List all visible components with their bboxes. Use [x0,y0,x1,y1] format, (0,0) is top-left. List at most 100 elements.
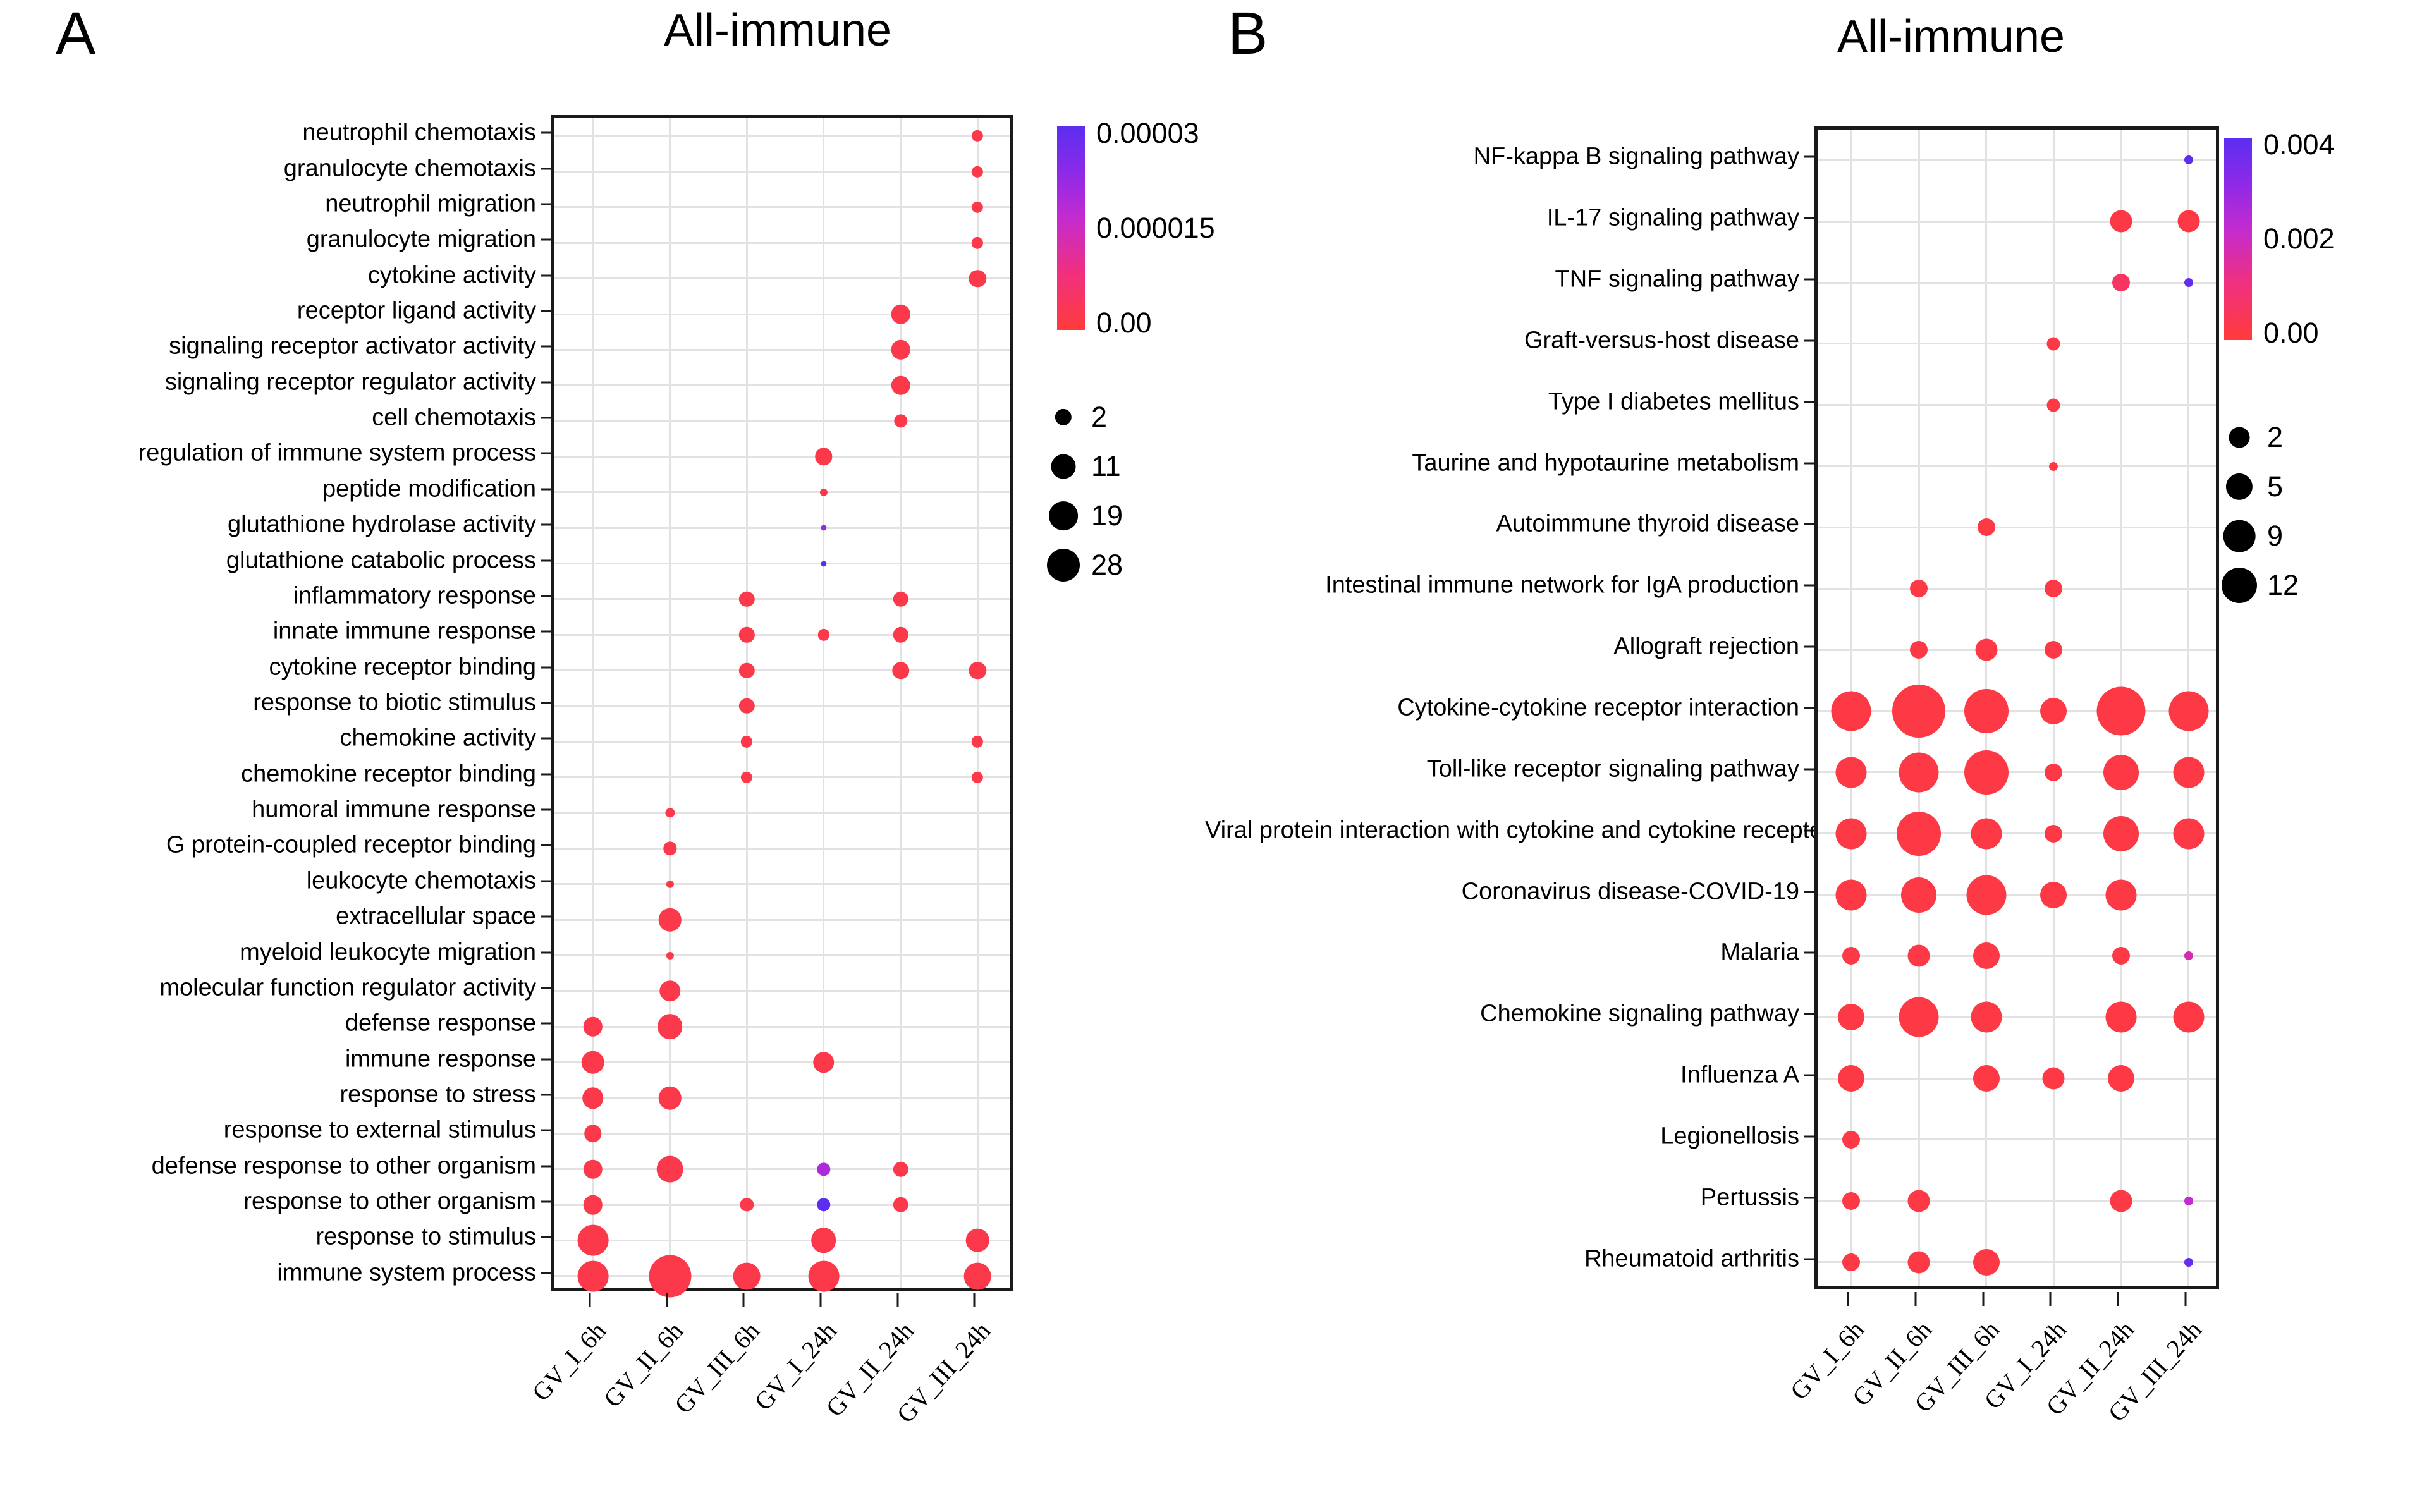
data-point[interactable] [663,841,677,856]
data-point[interactable] [2112,274,2130,292]
data-point[interactable] [648,1255,692,1298]
data-point[interactable] [1966,875,2007,915]
data-point[interactable] [741,736,753,748]
data-point[interactable] [2049,461,2058,471]
data-point[interactable] [972,130,984,142]
data-point[interactable] [738,698,755,714]
data-point[interactable] [1973,1248,2000,1276]
data-point[interactable] [584,1125,602,1143]
data-point[interactable] [1973,1065,2000,1092]
data-point[interactable] [1835,818,1867,850]
data-point[interactable] [1910,641,1928,659]
data-point[interactable] [664,808,675,818]
data-point[interactable] [969,269,986,288]
data-point[interactable] [1835,879,1867,911]
data-point[interactable] [972,166,984,178]
data-point[interactable] [2096,686,2146,736]
data-point[interactable] [1971,818,2002,850]
data-point[interactable] [2045,824,2063,843]
data-point[interactable] [821,525,827,531]
data-point[interactable] [1842,947,1861,965]
data-point[interactable] [2184,1196,2193,1205]
data-point[interactable] [1838,1004,1865,1031]
data-point[interactable] [1907,1190,1930,1212]
data-point[interactable] [893,1197,908,1213]
data-point[interactable] [817,629,829,641]
data-point[interactable] [2184,951,2193,961]
data-point[interactable] [969,661,986,680]
data-point[interactable] [972,201,984,214]
data-point[interactable] [666,951,674,960]
data-point[interactable] [583,1195,603,1215]
data-point[interactable] [972,237,984,249]
data-point[interactable] [2046,398,2060,412]
data-point[interactable] [1899,752,1939,793]
data-point[interactable] [741,771,753,783]
data-point[interactable] [1899,997,1939,1037]
data-point[interactable] [1901,877,1936,913]
data-point[interactable] [891,340,910,360]
data-point[interactable] [2103,754,2139,790]
data-point[interactable] [819,488,828,496]
data-point[interactable] [1977,518,1995,537]
data-point[interactable] [2173,818,2205,850]
data-point[interactable] [893,627,908,643]
data-point[interactable] [577,1260,609,1292]
data-point[interactable] [972,771,984,783]
data-point[interactable] [813,1051,835,1073]
data-point[interactable] [577,1225,609,1256]
plot-area-a[interactable] [551,115,1013,1298]
data-point[interactable] [1907,944,1930,967]
data-point[interactable] [2040,881,2067,908]
data-point[interactable] [1964,689,2009,733]
data-point[interactable] [2184,278,2193,288]
data-point[interactable] [808,1260,840,1292]
data-point[interactable] [2042,1067,2065,1090]
data-point[interactable] [1907,1251,1930,1274]
data-point[interactable] [893,1161,908,1177]
data-point[interactable] [891,304,910,324]
data-point[interactable] [2177,210,2200,233]
data-point[interactable] [659,980,681,1002]
data-point[interactable] [965,1229,989,1252]
data-point[interactable] [738,591,755,607]
data-point[interactable] [963,1262,991,1290]
data-point[interactable] [2105,1001,2137,1033]
data-point[interactable] [1842,1130,1861,1149]
data-point[interactable] [2168,691,2209,731]
data-point[interactable] [817,1198,831,1212]
data-point[interactable] [1892,685,1945,738]
data-point[interactable] [738,627,755,643]
data-point[interactable] [738,662,755,678]
data-point[interactable] [657,1014,683,1040]
data-point[interactable] [740,1198,754,1212]
data-point[interactable] [2046,337,2060,351]
data-point[interactable] [2040,698,2067,724]
data-point[interactable] [2184,1257,2193,1267]
data-point[interactable] [2045,641,2063,659]
data-point[interactable] [656,1155,683,1183]
data-point[interactable] [2110,210,2132,233]
data-point[interactable] [1975,638,1998,661]
data-point[interactable] [1897,811,1941,856]
data-point[interactable] [1842,1253,1861,1271]
data-point[interactable] [817,1162,831,1176]
data-point[interactable] [583,1017,603,1037]
data-point[interactable] [891,375,910,395]
data-point[interactable] [1971,1001,2002,1033]
data-point[interactable] [582,1087,604,1109]
data-point[interactable] [811,1228,836,1253]
data-point[interactable] [2110,1190,2132,1212]
plot-area-b[interactable] [1814,126,2219,1289]
data-point[interactable] [2105,879,2137,911]
data-point[interactable] [2112,947,2130,965]
data-point[interactable] [2108,1065,2134,1092]
data-point[interactable] [2103,815,2139,851]
data-point[interactable] [815,448,833,466]
data-point[interactable] [583,1159,603,1179]
data-point[interactable] [893,414,908,428]
data-point[interactable] [2045,763,2063,781]
data-point[interactable] [893,591,908,607]
data-point[interactable] [2173,757,2205,788]
data-point[interactable] [1838,1065,1865,1092]
